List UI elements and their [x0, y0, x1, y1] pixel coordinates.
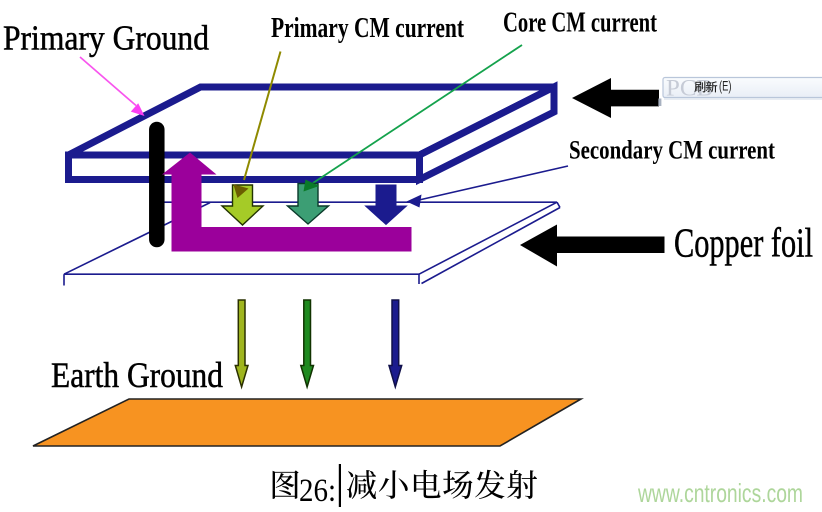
svg-text:Earth Ground: Earth Ground	[51, 355, 223, 395]
svg-text:www.cntronics.com: www.cntronics.com	[637, 478, 803, 508]
svg-text:(E): (E)	[719, 77, 732, 93]
svg-text:PCB: PCB	[666, 76, 713, 101]
svg-text:Copper foil: Copper foil	[674, 220, 813, 266]
svg-text:Secondary CM current: Secondary CM current	[569, 136, 775, 165]
svg-text:Primary Ground: Primary Ground	[3, 19, 209, 58]
svg-text:26:: 26:	[299, 473, 336, 509]
svg-text:Core CM current: Core CM current	[503, 7, 657, 39]
svg-text:Primary CM current: Primary CM current	[271, 12, 464, 44]
